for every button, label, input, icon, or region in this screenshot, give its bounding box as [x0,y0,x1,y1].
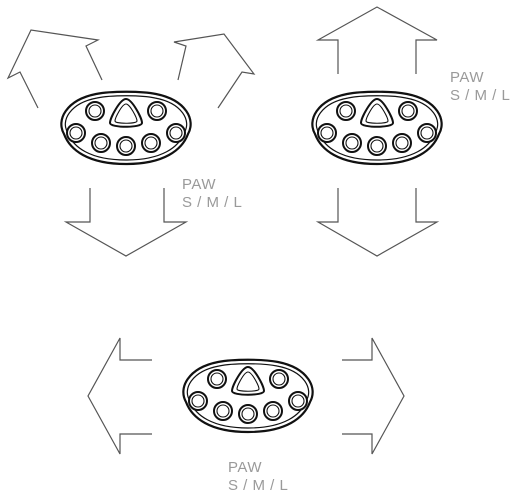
label-title: PAW [228,459,262,476]
anchor-plate-icon [60,90,192,166]
label-sizes: S / M / L [450,87,511,104]
arrow-up-left-icon [6,29,103,109]
figure-y-hang [6,29,256,257]
arrow-left-icon [87,337,152,455]
arrow-up-icon [315,6,438,74]
label-parallel: PAW S / M / L [450,69,510,105]
anchor-plate-icon [311,90,443,166]
label-sizes: S / M / L [228,477,289,494]
arrow-right-icon [342,337,405,455]
label-sizes: S / M / L [182,194,243,211]
label-title: PAW [450,69,484,86]
figure-parallel [311,6,443,257]
arrow-down-icon [315,188,440,257]
label-horizontal: PAW S / M / L [228,459,288,495]
label-title: PAW [182,176,216,193]
arrow-up-right-icon [173,33,256,109]
figure-horizontal [87,337,405,455]
anchor-plate-icon [182,358,314,434]
label-y-hang: PAW S / M / L [182,176,242,212]
arrow-down-icon [63,188,189,257]
